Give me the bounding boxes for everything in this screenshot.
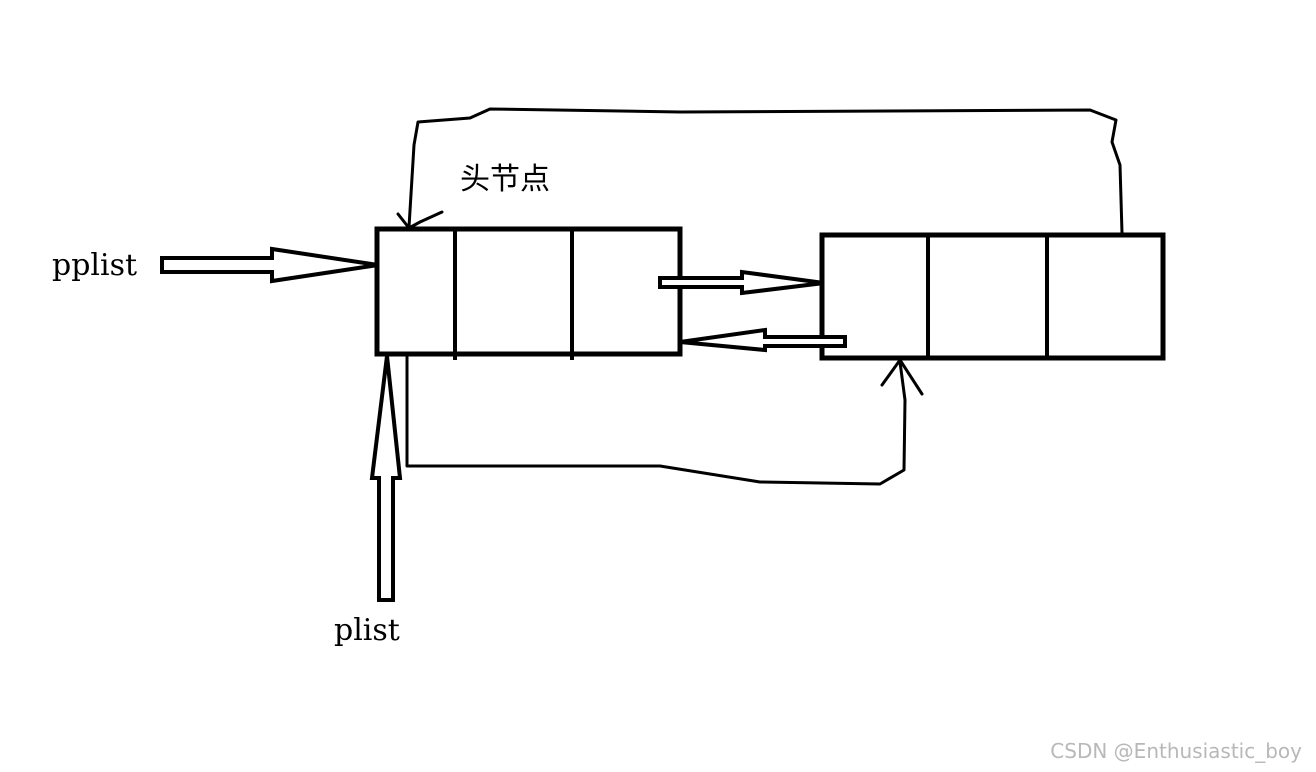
bottom-loop-arrowhead xyxy=(880,358,924,396)
plist-arrow xyxy=(369,355,403,602)
pplist-arrow xyxy=(160,246,379,284)
head-node-label: 头节点 xyxy=(460,162,550,197)
second-node xyxy=(819,232,1166,361)
prev-arrow xyxy=(679,327,847,353)
head-node-box xyxy=(374,226,683,357)
plist-label: plist xyxy=(334,613,400,648)
pplist-label: pplist xyxy=(52,248,137,283)
bottom-loop-wire xyxy=(405,355,907,486)
head-node xyxy=(374,226,683,360)
second-node-box xyxy=(819,232,1166,361)
top-loop-arrowhead xyxy=(396,210,444,230)
watermark: CSDN @Enthusiastic_boy xyxy=(1050,739,1302,763)
top-loop-wire xyxy=(407,107,1124,235)
next-arrow xyxy=(658,269,825,296)
